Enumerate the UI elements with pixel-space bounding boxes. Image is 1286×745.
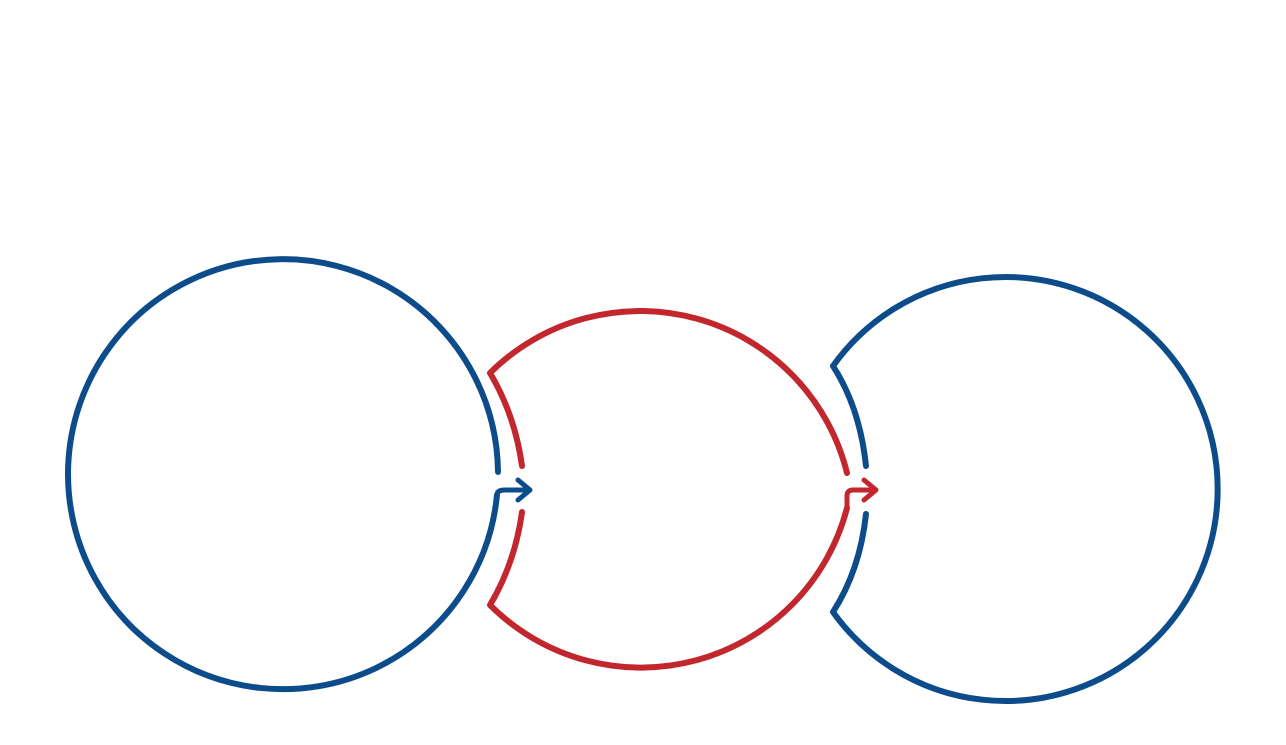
stage-2-ring <box>487 308 850 671</box>
stage-1-ring <box>65 256 501 693</box>
connector-1-arrow <box>494 477 533 503</box>
stage-3-ring <box>830 274 1221 704</box>
connector-2-arrow <box>844 477 879 511</box>
arrow-right-icon <box>844 477 879 511</box>
arrow-right-icon <box>494 477 533 503</box>
